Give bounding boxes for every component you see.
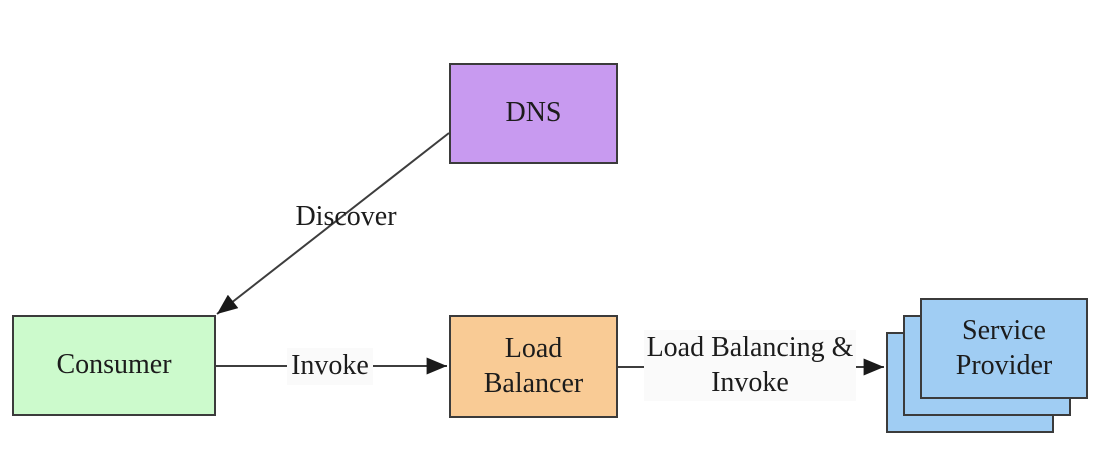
edge-label-invoke-text: Invoke [291,350,369,382]
node-consumer-label: Consumer [56,349,172,381]
node-service-provider: Service Provider [920,298,1088,399]
edge-discover-line [216,132,450,315]
edge-label-discover: Discover [295,201,397,232]
node-consumer: Consumer [12,315,216,416]
edge-label-load-balancing-invoke-text: Load Balancing & Invoke [646,332,854,398]
edge-label-invoke: Invoke [287,348,373,385]
edge-label-load-balancing-invoke: Load Balancing & Invoke [644,330,856,401]
node-dns: DNS [449,63,618,164]
node-dns-label: DNS [505,97,562,129]
node-service-provider-label: Service Provider [955,315,1053,381]
node-load-balancer: Load Balancer [449,315,618,418]
node-load-balancer-label: Load Balancer [483,333,584,399]
